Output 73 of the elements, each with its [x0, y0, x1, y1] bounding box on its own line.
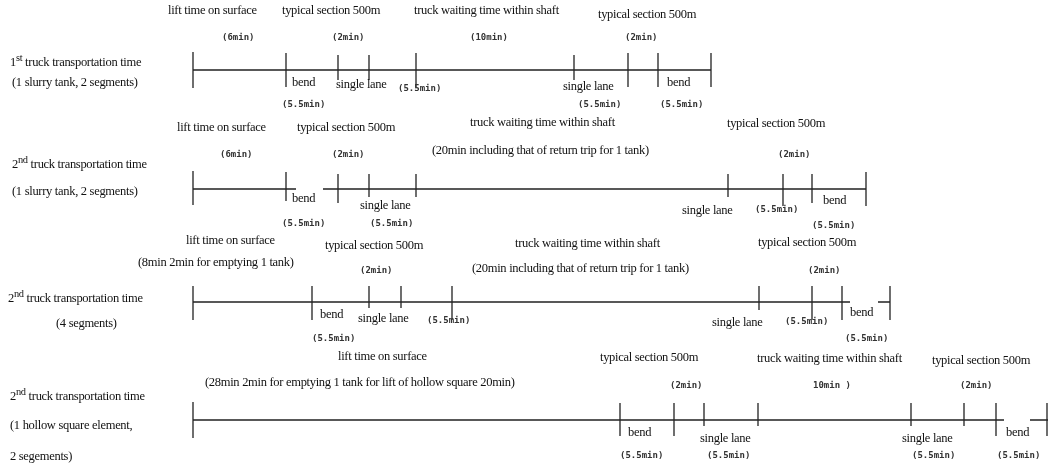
segment-label: typical section 500m: [932, 353, 1031, 367]
duration-label: (5.5min): [912, 449, 956, 462]
duration-label: (5.5min): [755, 203, 799, 216]
row-title: 2$^{nd}$ truck transportation time: [8, 287, 143, 306]
segment-label: truck waiting time within shaft: [757, 351, 902, 365]
segment-label: typical section 500m: [600, 350, 699, 364]
row-title: 1$^{st}$ truck transportation time: [10, 51, 142, 70]
segment-label: (20min including that of return trip for 1 tank): [432, 143, 649, 157]
duration-label: (2min): [332, 31, 365, 44]
duration-label: (5.5min): [812, 219, 856, 232]
duration-label: (5.5min): [620, 449, 664, 462]
duration-label: (5.5min): [845, 332, 889, 345]
duration-label: (2min): [778, 148, 811, 161]
segment-label: typical section 500m: [758, 235, 857, 249]
row-title: 2$^{nd}$ truck transportation time: [12, 153, 147, 172]
segment-label: bend: [320, 307, 344, 321]
duration-label: (2min): [360, 264, 393, 277]
segment-label: lift time on surface: [338, 349, 427, 363]
segment-label: single lane: [682, 203, 733, 217]
segment-label: single lane: [563, 79, 614, 93]
duration-label: 10min ): [813, 379, 851, 392]
segment-label: lift time on surface: [177, 120, 266, 134]
segment-label: typical section 500m: [282, 3, 381, 17]
segment-label: bend: [823, 193, 847, 207]
segment-label: (28min 2min for emptying 1 tank for lift of hollow square 20min): [205, 375, 515, 389]
segment-label: truck waiting time within shaft: [414, 3, 559, 17]
row-title: (1 hollow square element,: [10, 418, 133, 432]
duration-label: (2min): [625, 31, 658, 44]
segment-label: single lane: [712, 315, 763, 329]
segment-label: bend: [667, 75, 691, 89]
segment-label: bend: [292, 75, 316, 89]
segment-label: lift time on surface: [168, 3, 257, 17]
row-title: 2$^{nd}$ truck transportation time: [10, 385, 145, 404]
duration-label: (5.5min): [785, 315, 829, 328]
segment-label: (20min including that of return trip for 1 tank): [472, 261, 689, 275]
row-title: (1 slurry tank, 2 segments): [12, 184, 138, 198]
segment-label: single lane: [700, 431, 751, 445]
duration-label: (5.5min): [660, 98, 704, 111]
duration-label: (5.5min): [578, 98, 622, 111]
duration-label: (5.5min): [370, 217, 414, 230]
segment-label: typical section 500m: [297, 120, 396, 134]
duration-label: (6min): [220, 148, 253, 161]
segment-label: typical section 500m: [325, 238, 424, 252]
duration-label: (5.5min): [427, 314, 471, 327]
duration-label: (10min): [470, 31, 508, 44]
segment-label: bend: [1006, 425, 1030, 439]
segment-label: lift time on surface: [186, 233, 275, 247]
segment-label: single lane: [358, 311, 409, 325]
duration-label: (5.5min): [282, 98, 326, 111]
duration-label: (5.5min): [312, 332, 356, 345]
segment-label: single lane: [336, 77, 387, 91]
row-title: 2 segements): [10, 449, 72, 463]
row-title: (4 segments): [56, 316, 117, 330]
duration-label: (2min): [960, 379, 993, 392]
segment-label: truck waiting time within shaft: [470, 115, 615, 129]
segment-label: bend: [850, 305, 874, 319]
segment-label: single lane: [902, 431, 953, 445]
row-title: (1 slurry tank, 2 segments): [12, 75, 138, 89]
segment-label: typical section 500m: [598, 7, 697, 21]
segment-label: single lane: [360, 198, 411, 212]
duration-label: (5.5min): [707, 449, 751, 462]
duration-label: (2min): [808, 264, 841, 277]
duration-label: (2min): [670, 379, 703, 392]
segment-label: truck waiting time within shaft: [515, 236, 660, 250]
duration-label: (6min): [222, 31, 255, 44]
segment-label: (8min 2min for emptying 1 tank): [138, 255, 294, 269]
duration-label: (5.5min): [398, 82, 442, 95]
duration-label: (2min): [332, 148, 365, 161]
duration-label: (5.5min): [997, 449, 1041, 462]
segment-label: typical section 500m: [727, 116, 826, 130]
segment-label: bend: [292, 191, 316, 205]
duration-label: (5.5min): [282, 217, 326, 230]
segment-label: bend: [628, 425, 652, 439]
